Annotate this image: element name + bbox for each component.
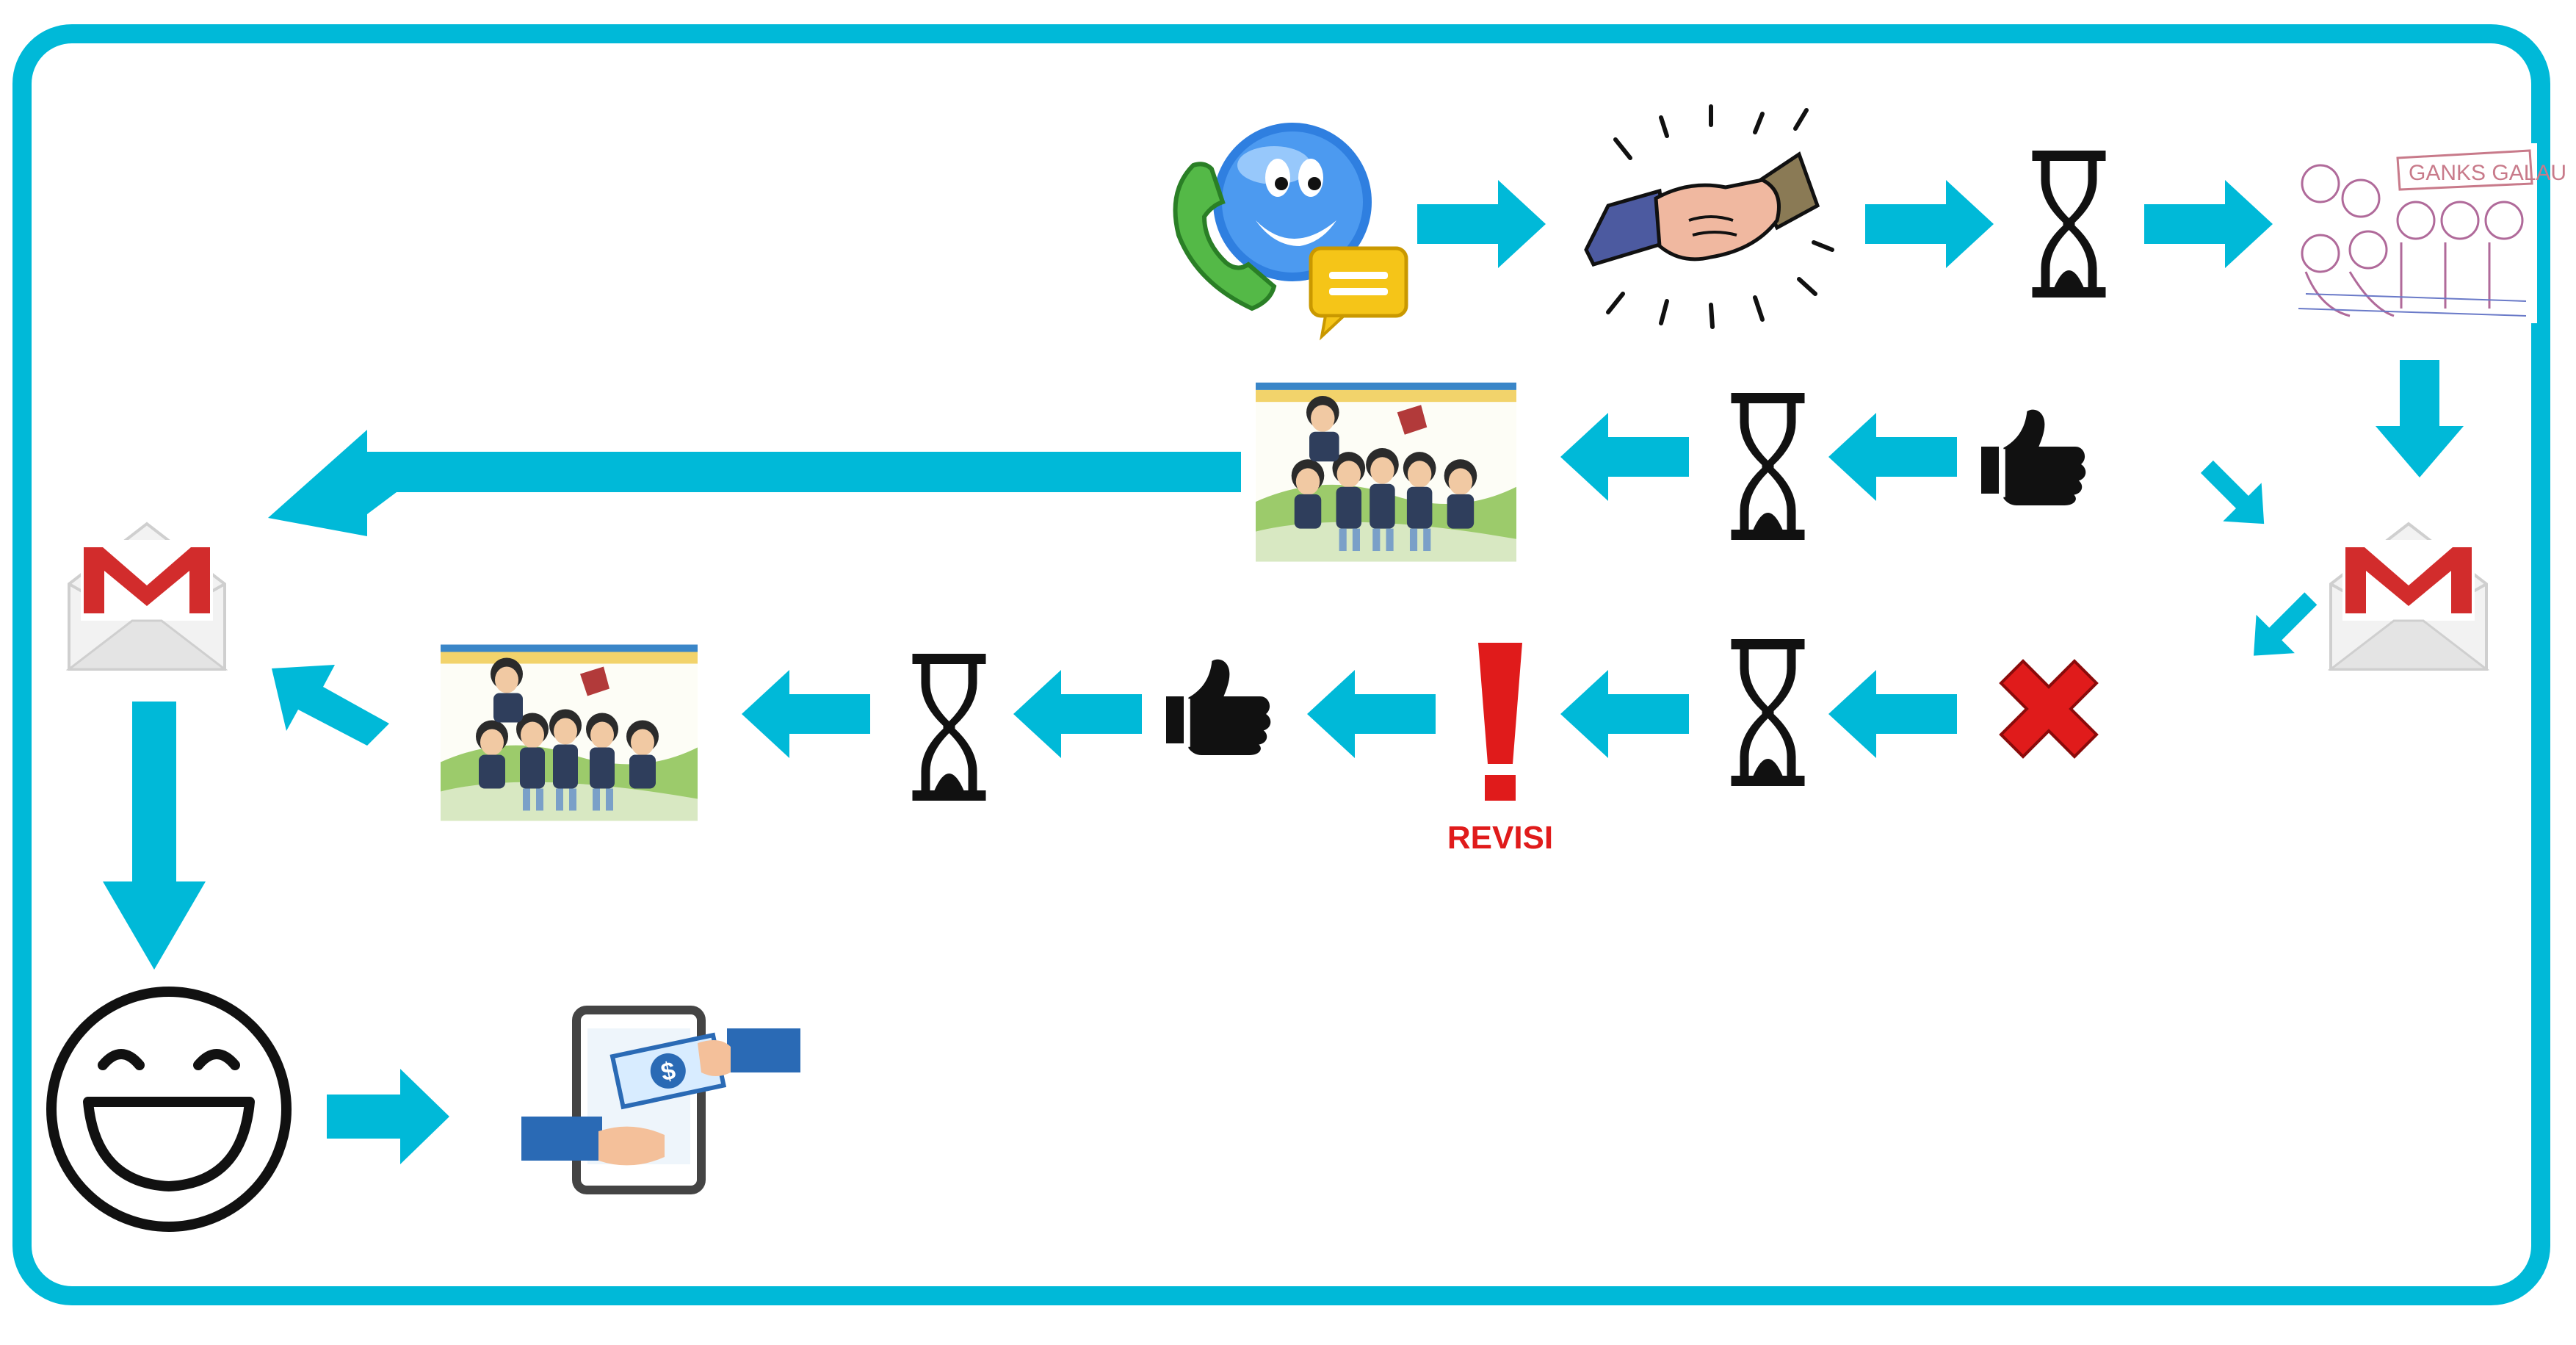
handshake-icon (1584, 104, 1834, 329)
thumbs-up-icon (1166, 660, 1270, 755)
color-preview-image (1256, 382, 1516, 562)
gmail-icon (68, 522, 226, 671)
hourglass-icon (2032, 151, 2106, 298)
sketch-banner-text: GANKS GALAU (2409, 161, 2566, 185)
arrow-left (1828, 670, 1957, 758)
phone-chat-icon (1173, 123, 1408, 341)
smiley-icon (46, 987, 292, 1232)
arrow-right (1865, 180, 1994, 268)
thumbs-up-icon (1981, 410, 2085, 505)
x-mark-icon (1999, 659, 2099, 759)
arrow-left (1828, 413, 1957, 501)
final-preview-image (441, 644, 698, 821)
gmail-icon (2329, 522, 2488, 671)
arrow-down (103, 702, 206, 970)
arrow-left (1560, 670, 1689, 758)
arrow-down-left (2254, 592, 2318, 656)
hourglass-icon (1731, 639, 1805, 786)
arrow-left (1013, 670, 1142, 758)
arrow-down (2376, 360, 2464, 477)
arrow-right (2144, 180, 2273, 268)
revision-label: REVISI (1447, 820, 1553, 856)
sketch-preview-image: GANKS GALAU (2284, 143, 2566, 323)
diagram-frame (12, 24, 2550, 1305)
arrow-up-left (2200, 460, 2265, 524)
exclamation-icon (1478, 643, 1522, 801)
arrow-left-long (268, 430, 1241, 536)
payment-icon: $ (521, 1006, 800, 1194)
arrow-left (1560, 413, 1689, 501)
arrow-right (327, 1069, 449, 1164)
hourglass-icon (1731, 393, 1805, 540)
arrow-left (742, 670, 870, 758)
hourglass-icon (912, 654, 986, 801)
arrow-up-left (272, 665, 389, 746)
arrow-right (1417, 180, 1546, 268)
arrow-left (1307, 670, 1436, 758)
